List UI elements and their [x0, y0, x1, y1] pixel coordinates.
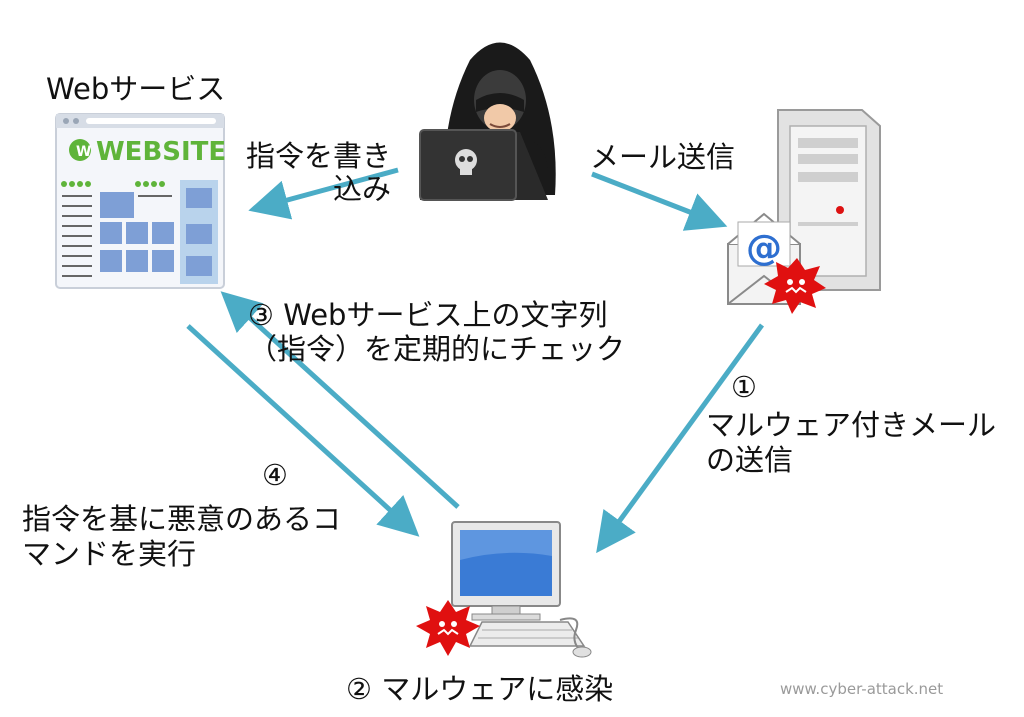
step4-number: ④ — [262, 458, 288, 492]
arrow-web-to-pc — [186, 324, 420, 537]
website-logo: WEBSITE — [96, 137, 226, 167]
step4-label: 指令を基に悪意のあるコ マンドを実行 — [22, 502, 342, 571]
svg-text:@: @ — [746, 228, 782, 269]
mail-send-label: メール送信 — [590, 140, 736, 174]
pc-icon — [451, 521, 592, 658]
step3-label: ③ Webサービス上の文字列 （指令）を定期的にチェック — [248, 298, 626, 367]
arrow-mail-to-pc — [596, 323, 765, 554]
virus-icon — [416, 600, 480, 656]
virus-icon — [764, 258, 826, 314]
svg-text:W: W — [76, 144, 91, 160]
arrow-hacker-to-mail — [591, 171, 728, 231]
watermark: www.cyber-attack.net — [780, 680, 944, 698]
step2-label: ② マルウェアに感染 — [346, 672, 614, 706]
website-icon: W WEBSITE — [55, 113, 226, 289]
write-command-label: 指令を書き 込み — [246, 139, 392, 207]
web-service-label: Webサービス — [46, 72, 226, 106]
hacker-icon — [419, 42, 556, 201]
arrow-hacker-to-web — [248, 167, 399, 220]
step1-number: ① — [731, 370, 757, 404]
arrow-pc-to-web — [220, 291, 460, 509]
server-icon — [777, 109, 881, 291]
step1-label: マルウェア付きメール の送信 — [706, 408, 997, 477]
